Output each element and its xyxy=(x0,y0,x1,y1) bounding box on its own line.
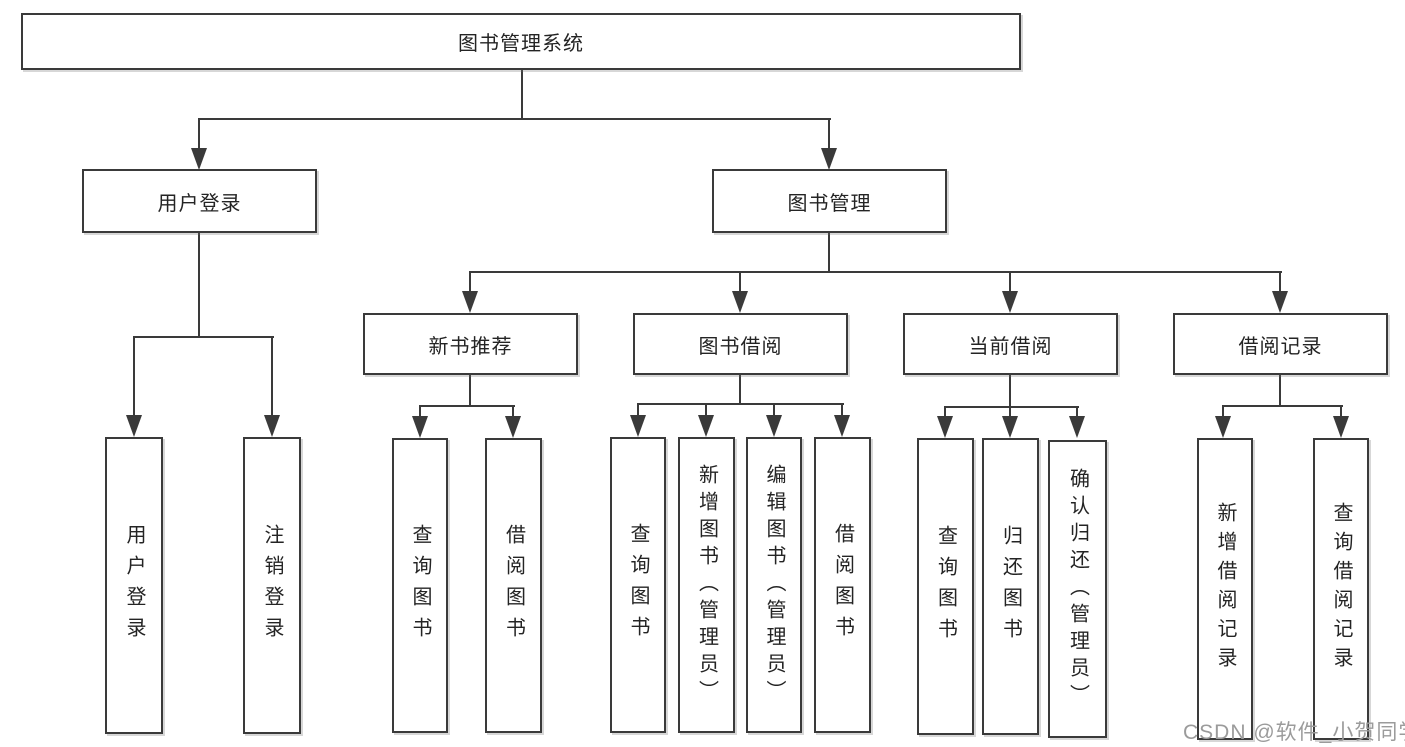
connector-drop-bb-edit xyxy=(773,403,775,415)
connector-drop-br-query xyxy=(1340,405,1342,416)
leaf-bb-query-books: 查询图书 xyxy=(610,437,666,733)
connector-drop-leaf-login xyxy=(133,336,135,415)
arrowhead-book-mgmt xyxy=(821,148,837,170)
node-book-borrow-label: 图书借阅 xyxy=(698,335,783,358)
arrowhead-bb-edit xyxy=(766,415,782,437)
leaf-bb-add-book-admin: 新增图书（管理员） xyxy=(678,437,735,733)
arrowhead-leaf-login xyxy=(126,415,142,437)
arrowhead-borrow-records xyxy=(1272,291,1288,313)
arrowhead-cb-confirm xyxy=(1069,416,1085,438)
connector-borrow-records-horizontal xyxy=(1222,405,1343,407)
node-book-borrow: 图书借阅 xyxy=(633,313,848,375)
leaf-br-add-record-label: 新增借阅记录 xyxy=(1214,502,1236,676)
connector-root-stem xyxy=(521,70,523,118)
node-user-login: 用户登录 xyxy=(82,169,317,233)
arrowhead-bb-query xyxy=(630,415,646,437)
arrowhead-user-login xyxy=(191,148,207,170)
connector-drop-new-book xyxy=(469,271,471,293)
arrowhead-current-borrow xyxy=(1002,291,1018,313)
leaf-bb-borrow-books-label: 借阅图书 xyxy=(831,523,854,647)
connector-user-login-stem xyxy=(198,232,200,338)
leaf-cb-confirm-return-admin: 确认归还（管理员） xyxy=(1048,440,1107,738)
leaf-nb-query-books: 查询图书 xyxy=(392,438,448,733)
arrowhead-nb-query xyxy=(412,416,428,438)
leaf-bb-borrow-books: 借阅图书 xyxy=(814,437,871,733)
leaf-cb-return-book: 归还图书 xyxy=(982,438,1039,735)
node-borrow-records: 借阅记录 xyxy=(1173,313,1388,375)
connector-current-borrow-stem xyxy=(1009,375,1011,408)
connector-new-book-horizontal xyxy=(419,405,515,407)
connector-book-borrow-horizontal xyxy=(637,403,844,405)
arrowhead-leaf-logout xyxy=(264,415,280,437)
leaf-cb-return-book-label: 归还图书 xyxy=(999,524,1022,649)
connector-drop-cb-query xyxy=(944,406,946,416)
node-user-login-label: 用户登录 xyxy=(157,192,242,215)
connector-drop-bb-borrow xyxy=(841,403,843,415)
connector-book-borrow-stem xyxy=(739,375,741,405)
node-root: 图书管理系统 xyxy=(21,13,1021,70)
node-current-borrow-label: 当前借阅 xyxy=(968,335,1053,358)
connector-user-login-horizontal xyxy=(133,336,274,338)
leaf-bb-query-books-label: 查询图书 xyxy=(627,523,649,647)
connector-new-book-stem xyxy=(469,375,471,407)
connector-level2-horizontal xyxy=(198,118,831,120)
leaf-user-login: 用户登录 xyxy=(105,437,163,734)
node-book-mgmt-label: 图书管理 xyxy=(787,192,872,215)
arrowhead-cb-return xyxy=(1002,416,1018,438)
node-new-book-rec: 新书推荐 xyxy=(363,313,578,375)
arrowhead-br-add xyxy=(1215,416,1231,438)
leaf-cb-confirm-return-admin-label: 确认归还（管理员） xyxy=(1066,467,1089,711)
connector-drop-cb-return xyxy=(1009,406,1011,416)
node-current-borrow: 当前借阅 xyxy=(903,313,1118,375)
connector-borrow-records-stem xyxy=(1279,375,1281,407)
node-root-label: 图书管理系统 xyxy=(458,33,584,55)
leaf-nb-borrow-books-label: 借阅图书 xyxy=(502,523,525,648)
connector-drop-borrow-records xyxy=(1279,271,1281,293)
leaf-br-add-record: 新增借阅记录 xyxy=(1197,438,1253,740)
leaf-nb-borrow-books: 借阅图书 xyxy=(485,438,542,733)
leaf-bb-edit-book-admin: 编辑图书（管理员） xyxy=(746,437,802,733)
arrowhead-cb-query xyxy=(937,416,953,438)
arrowhead-book-borrow xyxy=(732,291,748,313)
leaf-br-query-record: 查询借阅记录 xyxy=(1313,438,1369,740)
leaf-logout-label: 注销登录 xyxy=(261,523,283,648)
connector-drop-nb-borrow xyxy=(512,405,514,416)
leaf-nb-query-books-label: 查询图书 xyxy=(409,523,431,648)
arrowhead-bb-add xyxy=(698,415,714,437)
leaf-bb-add-book-admin-label: 新增图书（管理员） xyxy=(695,463,718,707)
leaf-cb-query-books-label: 查询图书 xyxy=(934,524,957,649)
connector-drop-bb-add xyxy=(705,403,707,415)
arrowhead-nb-borrow xyxy=(505,416,521,438)
connector-drop-br-add xyxy=(1222,405,1224,416)
connector-current-borrow-horizontal xyxy=(944,406,1079,408)
connector-drop-bb-query xyxy=(637,403,639,415)
leaf-br-query-record-label: 查询借阅记录 xyxy=(1330,502,1352,676)
connector-drop-book-borrow xyxy=(739,271,741,293)
connector-drop-cb-confirm xyxy=(1076,406,1078,416)
connector-drop-book-mgmt xyxy=(828,118,830,150)
node-book-mgmt: 图书管理 xyxy=(712,169,947,233)
csdn-watermark: CSDN @软件_小贺同学 xyxy=(1183,721,1405,744)
leaf-cb-query-books: 查询图书 xyxy=(917,438,974,735)
node-new-book-rec-label: 新书推荐 xyxy=(428,335,513,358)
leaf-logout: 注销登录 xyxy=(243,437,301,734)
connector-level3-horizontal xyxy=(469,271,1282,273)
connector-book-mgmt-stem xyxy=(828,232,830,273)
node-borrow-records-label: 借阅记录 xyxy=(1238,335,1323,358)
arrowhead-new-book xyxy=(462,291,478,313)
leaf-bb-edit-book-admin-label: 编辑图书（管理员） xyxy=(763,463,785,707)
connector-drop-leaf-logout xyxy=(271,336,273,415)
leaf-user-login-label: 用户登录 xyxy=(123,523,145,648)
arrowhead-bb-borrow xyxy=(834,415,850,437)
connector-drop-current-borrow xyxy=(1009,271,1011,293)
connector-drop-nb-query xyxy=(419,405,421,416)
arrowhead-br-query xyxy=(1333,416,1349,438)
connector-drop-user-login xyxy=(198,118,200,150)
